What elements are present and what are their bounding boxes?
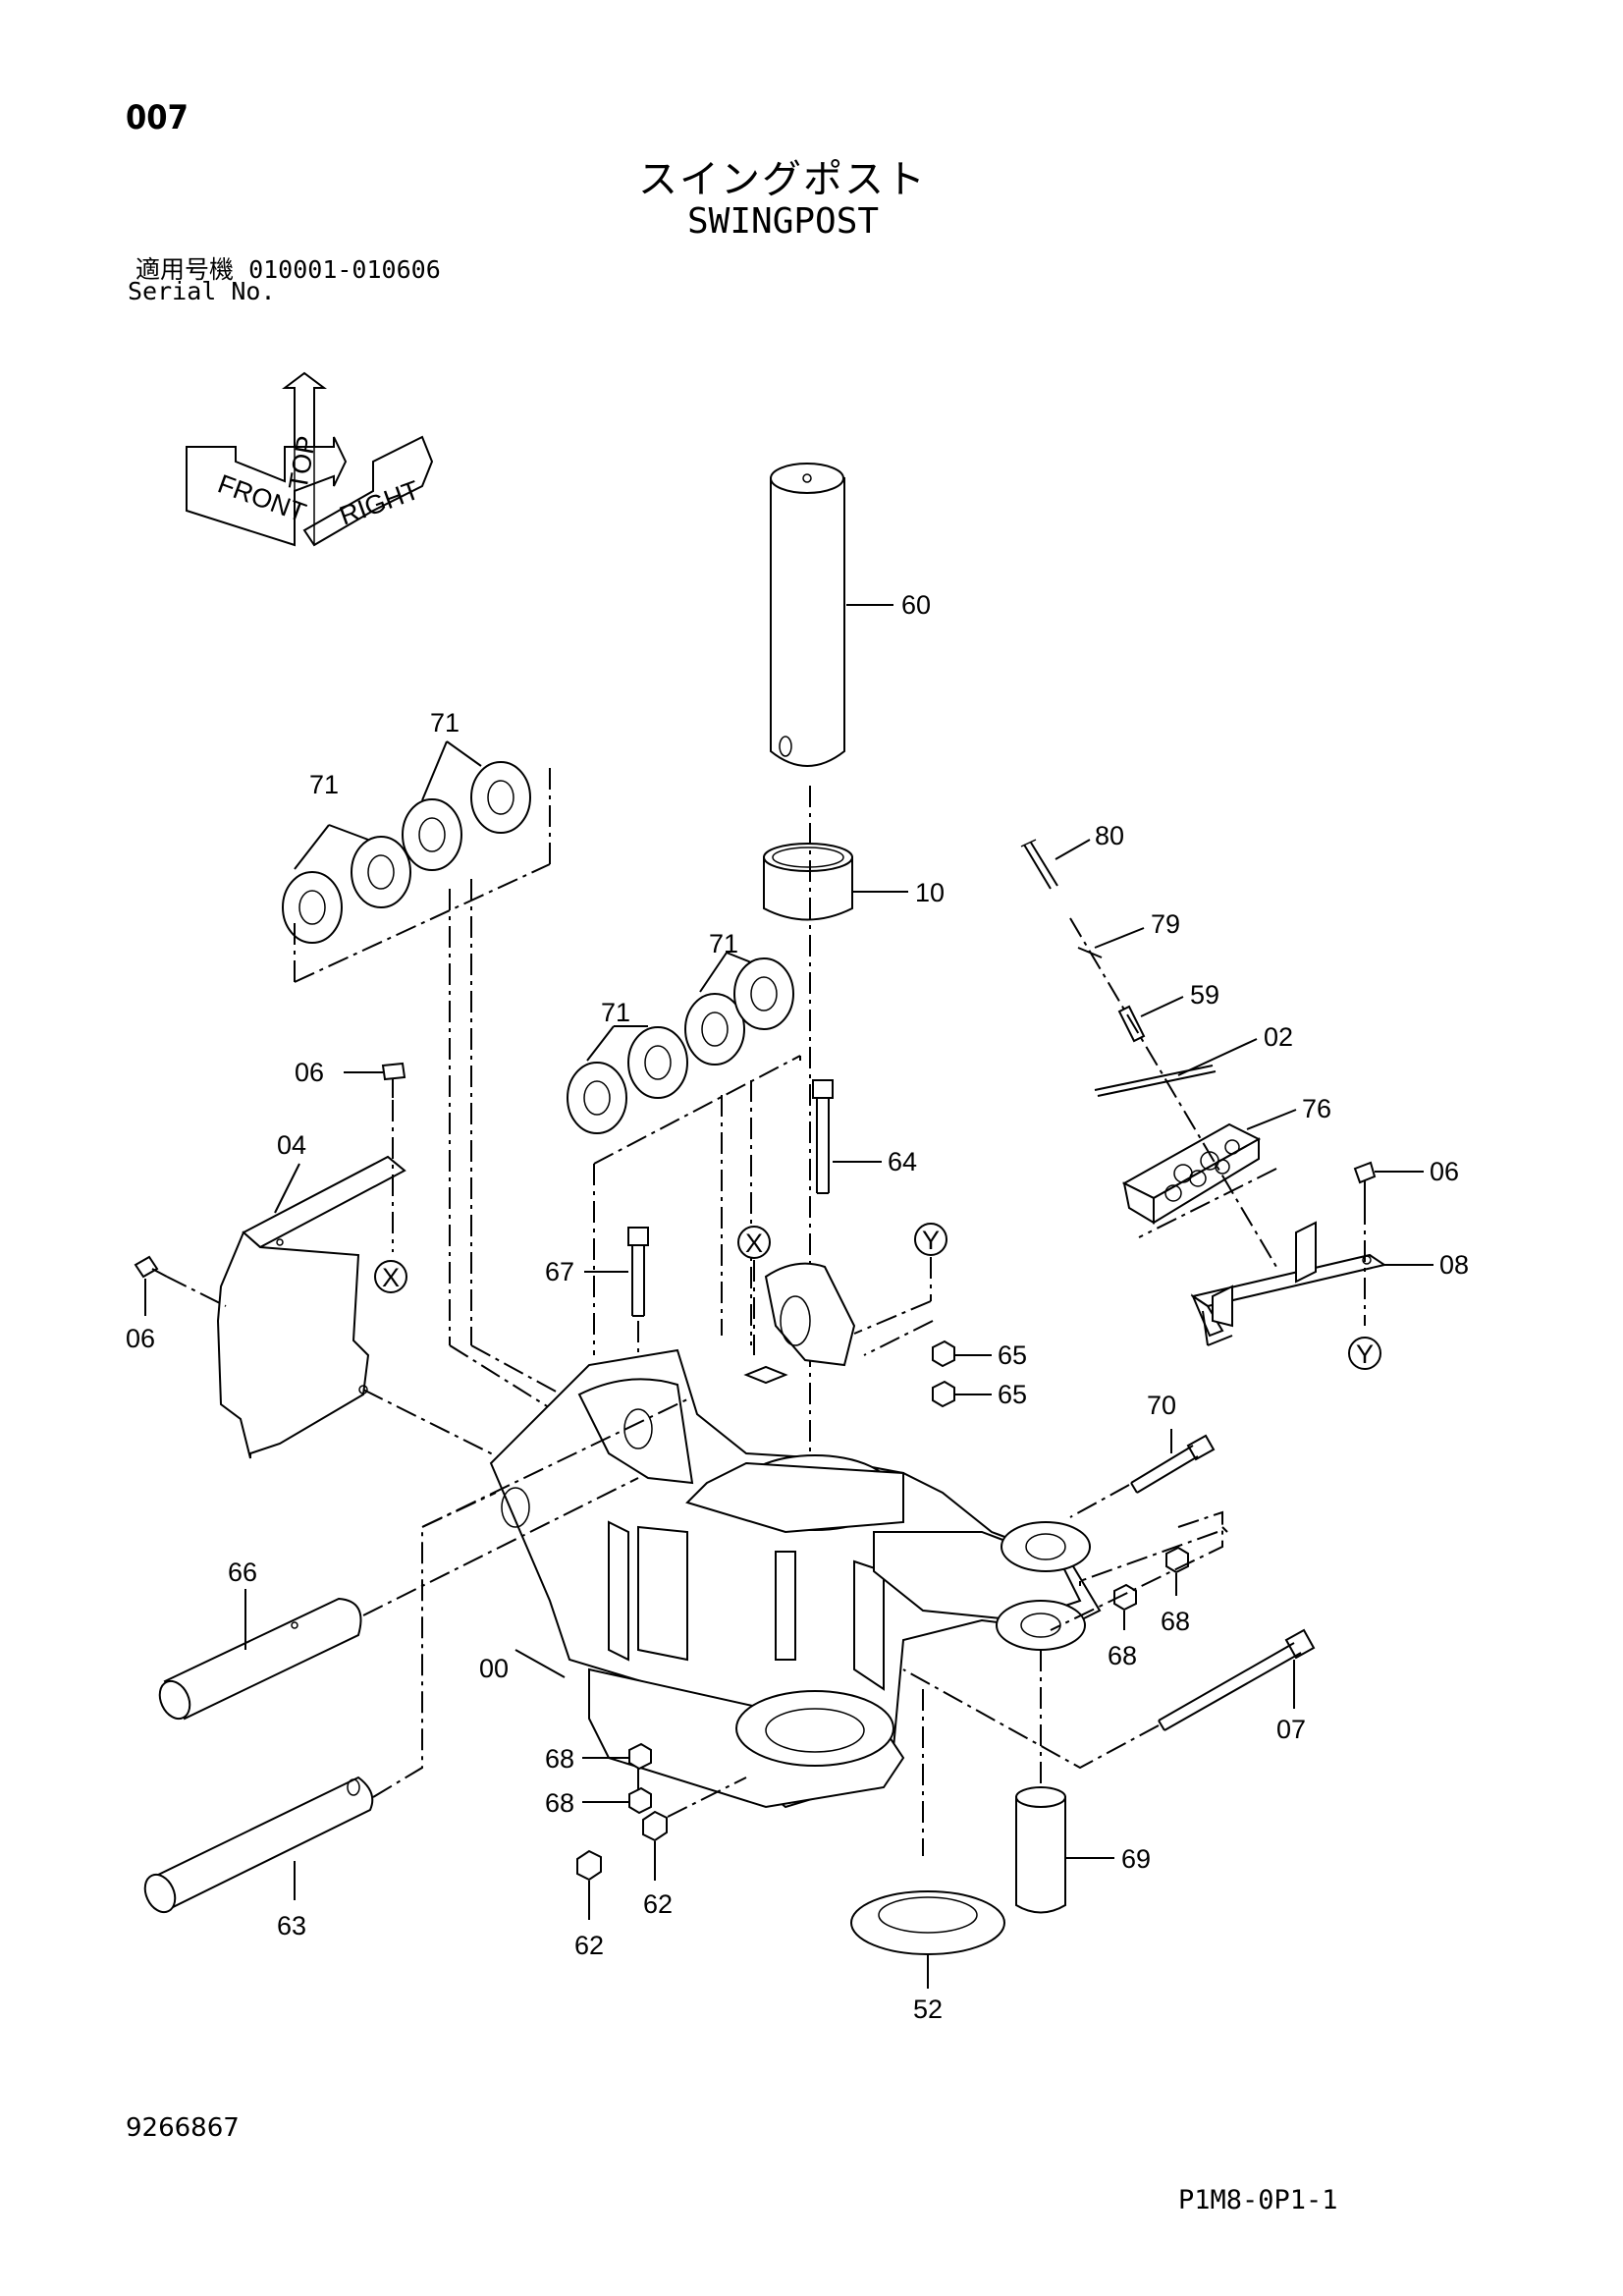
callout-62-a: 62	[574, 1931, 604, 1960]
page-code: 007	[126, 98, 189, 137]
callout-71-b: 71	[430, 708, 460, 738]
orientation-marker: FRONT TOP RIGHT	[186, 371, 434, 547]
part-66-pin	[158, 1589, 362, 1721]
part-08-bracket	[1190, 1221, 1434, 1346]
callout-70: 70	[1147, 1391, 1176, 1420]
part-76-plate	[1121, 1109, 1297, 1225]
part-80-bolt	[1020, 839, 1091, 890]
callout-68-right-b: 68	[1161, 1607, 1190, 1636]
callout-00: 00	[479, 1654, 509, 1683]
part-06-bolt-right	[1353, 1161, 1424, 1203]
part-68-nut-right	[1113, 1546, 1189, 1630]
part-65-nut	[932, 1339, 992, 1408]
callout-68-left-a: 68	[545, 1744, 574, 1774]
serial-range-label: 適用号機 010001-010606	[135, 250, 441, 286]
document-number: 9266867	[126, 2113, 240, 2143]
svg-text:X: X	[745, 1229, 763, 1258]
svg-text:Y: Y	[922, 1226, 940, 1255]
callout-71-a: 71	[309, 770, 339, 799]
callout-68-right-a: 68	[1108, 1641, 1137, 1670]
part-69-pin	[1015, 1786, 1114, 1914]
serial-label-jp: 適用号機	[135, 255, 235, 284]
callout-10: 10	[915, 878, 945, 907]
part-62-nut	[576, 1810, 668, 1920]
callout-71-d: 71	[709, 929, 738, 958]
callout-60: 60	[901, 590, 931, 620]
reference-marker-x-center: X	[737, 1226, 771, 1259]
part-71-washer-upper-left	[282, 740, 531, 944]
part-06-bolt-upper	[344, 1062, 406, 1098]
callout-64: 64	[888, 1147, 917, 1176]
part-04-cover	[216, 1155, 406, 1459]
serial-range-value: 010001-010606	[248, 255, 441, 284]
callout-66: 66	[228, 1558, 257, 1587]
page-title-english: SWINGPOST	[687, 201, 880, 242]
svg-text:X: X	[382, 1263, 400, 1292]
part-06-bolt-left	[134, 1255, 168, 1316]
callout-71-c: 71	[601, 998, 630, 1027]
page-title-japanese: スイングポスト	[638, 157, 927, 202]
callout-06-right: 06	[1430, 1157, 1459, 1186]
callout-06-left: 06	[126, 1324, 155, 1353]
part-63-pin	[143, 1776, 374, 1914]
part-68-nut-left	[582, 1742, 652, 1815]
part-67-bolt	[584, 1227, 649, 1317]
part-02-shim	[1094, 1038, 1258, 1097]
sheet-code: P1M8-0P1-1	[1178, 2185, 1338, 2215]
part-64-bolt	[812, 1079, 882, 1194]
callout-02: 02	[1264, 1022, 1293, 1052]
reference-marker-y-upper: Y	[914, 1223, 947, 1256]
callout-59: 59	[1190, 980, 1219, 1010]
part-07-long-bolt	[1158, 1628, 1316, 1731]
callout-52: 52	[913, 1995, 943, 2024]
part-60-pin	[770, 463, 893, 767]
callout-65-a: 65	[998, 1340, 1027, 1370]
callout-76: 76	[1302, 1094, 1331, 1123]
callout-69: 69	[1121, 1844, 1151, 1874]
callout-68-left-b: 68	[545, 1788, 574, 1818]
callout-65-b: 65	[998, 1380, 1027, 1409]
callout-08: 08	[1439, 1250, 1469, 1280]
reference-marker-y-lower: Y	[1348, 1337, 1381, 1370]
callout-80: 80	[1095, 821, 1124, 850]
callout-06-upper: 06	[295, 1058, 324, 1087]
part-00-swingpost-body	[489, 1262, 1102, 1809]
serial-label-en: Serial No.	[128, 277, 276, 305]
callout-07: 07	[1276, 1715, 1306, 1744]
callout-04: 04	[277, 1130, 306, 1160]
svg-text:Y: Y	[1356, 1339, 1374, 1369]
callout-63: 63	[277, 1911, 306, 1941]
part-10-bushing	[763, 843, 908, 921]
part-70-bolt	[1130, 1429, 1216, 1494]
part-52-thrust-washer	[850, 1890, 1005, 1989]
reference-marker-x-left: X	[374, 1260, 407, 1293]
callout-62-b: 62	[643, 1889, 673, 1919]
callout-79: 79	[1151, 909, 1180, 939]
part-71-washer-lower-right	[567, 952, 794, 1134]
part-79-washer	[1077, 927, 1145, 958]
callout-67: 67	[545, 1257, 574, 1286]
